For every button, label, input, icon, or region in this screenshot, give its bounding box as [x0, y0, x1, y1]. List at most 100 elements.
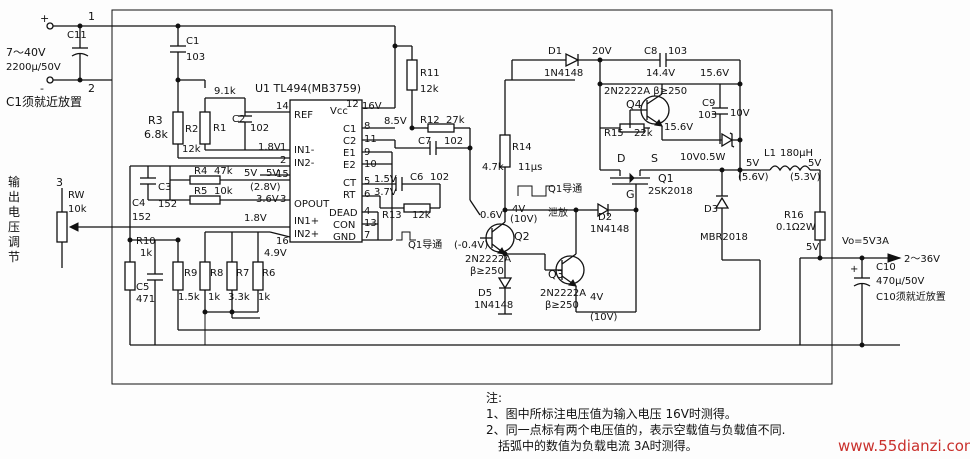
notes-title: 注:	[486, 390, 502, 405]
ic-ref: REF	[294, 110, 313, 121]
output-sense-v: 5V	[806, 242, 819, 253]
notes-line3: 括弧中的数值为负载电流 3A时测得。	[498, 438, 698, 453]
v-in1m: 1.8V	[258, 142, 281, 153]
ic-in2m: IN2-	[294, 158, 315, 169]
r11-value: 12k	[420, 84, 439, 95]
adj-char-3: 电	[8, 205, 20, 219]
d3-diode: D3 MBR2018	[700, 170, 760, 261]
r10-label: R10	[136, 236, 156, 247]
c10-label: C10	[876, 262, 896, 273]
ic-title: U1 TL494(MB3759)	[255, 82, 361, 95]
v-ct: 1.5V	[374, 174, 397, 185]
adj-char-2: 出	[8, 190, 20, 204]
board-outline	[111, 9, 833, 385]
c9-value2: 10V	[730, 108, 750, 119]
r9-label: R9	[184, 268, 197, 279]
r10-value: 1k	[140, 248, 152, 259]
adj-char-1: 输	[8, 174, 20, 189]
q2-beta: β≥250	[470, 266, 504, 277]
v-in1p: 1.8V	[244, 213, 267, 224]
q1-conduct-label: Q1导通	[548, 183, 582, 195]
r2-label: R2	[185, 124, 198, 135]
l1-vl2: (5.6V)	[738, 172, 769, 183]
pin-16: 16	[276, 236, 289, 247]
q1-label: Q1	[658, 172, 674, 185]
r4-label: R4	[194, 166, 207, 177]
r2-resistor: R3 6.8k R2 12k	[144, 80, 201, 158]
input-minus-sign: -	[40, 82, 44, 95]
input-term1: 1	[88, 10, 95, 23]
d3-part: MBR2018	[700, 232, 748, 243]
rw-value: 10k	[68, 204, 87, 215]
c8-vl: 14.4V	[646, 68, 675, 79]
c1-capacitor: C1 103	[170, 26, 205, 80]
c7-label: C7	[418, 136, 431, 147]
r15-value: 22k	[634, 128, 653, 139]
l1-value: 180μH	[780, 148, 813, 159]
r5-resistor: R5 10k 152	[147, 186, 290, 210]
c6-label: C6	[410, 172, 423, 183]
c5-capacitor: C5 471	[136, 240, 163, 310]
ic-in1p: IN1+	[294, 216, 319, 227]
q1-s: S	[651, 152, 658, 165]
ic-opout: OPOUT	[294, 199, 330, 210]
l1-vl: 5V	[746, 158, 759, 169]
r13-label: R13	[382, 210, 402, 221]
c3-label: C3	[158, 182, 171, 193]
ic-body[interactable]	[289, 99, 363, 243]
r15-resistor: R15 22k	[604, 123, 653, 139]
input-minus-terminal[interactable]	[46, 76, 54, 84]
r12-label: R12	[420, 115, 440, 126]
c9-capacitor: C9 103 10V	[698, 84, 750, 144]
r5-label: R5	[194, 186, 207, 197]
notes-block: 注: 1、图中所标注电压值为输入电压 16V时测得。 2、同一点标有两个电压值的…	[486, 390, 785, 453]
r4-value: 47k	[214, 166, 233, 177]
adj-char-6: 节	[8, 250, 20, 264]
c11-value: 2200μ/50V	[6, 62, 61, 73]
q4-v: 15.6V	[664, 122, 693, 133]
r10-resistor: R10 1k	[124, 236, 156, 345]
rw-label: RW	[68, 190, 85, 201]
r1-value: 9.1k	[214, 86, 236, 97]
c6-value: 102	[430, 172, 449, 183]
v-ref: 5V	[266, 168, 279, 179]
q4-transistor: Q4 2N2222A β≥250 15.6V	[604, 84, 693, 140]
r11-label: R11	[420, 68, 440, 79]
r7-value: 3.3k	[228, 292, 250, 303]
v-vcc: 16V	[362, 101, 382, 112]
v-c1: 8.5V	[384, 116, 407, 127]
r3-label: R3	[148, 114, 163, 127]
c9-value: 103	[698, 110, 717, 121]
c1-placement-note: C1须就近放置	[6, 94, 82, 109]
r2-value: 12k	[182, 144, 201, 155]
pin-6: 6	[364, 189, 370, 200]
output-section: Vo=5V3A 2～36V + C10 470μ/50V C10须就近放置	[832, 236, 946, 346]
adj-char-4: 压	[8, 220, 20, 234]
rw-potentiometer[interactable]	[56, 211, 68, 243]
d5-part: 1N4148	[474, 300, 513, 311]
r1-resistor: R1 9.1k	[199, 86, 245, 150]
q2-transistor: Q2 2N2222A β≥250 0.6V (-0.4V) 4V (10V)	[454, 204, 537, 278]
ic-dead: DEAD	[329, 208, 358, 219]
r7-label: R7	[236, 268, 249, 279]
adj-char-5: 调	[8, 235, 20, 249]
c11-label: C11	[67, 30, 87, 41]
r9-value: 1.5k	[178, 292, 200, 303]
c2-label: C2	[232, 114, 245, 125]
c9-label: C9	[702, 98, 715, 109]
q3-v2: (10V)	[590, 312, 617, 323]
c1-value: 103	[186, 52, 205, 63]
ic-ct: CT	[343, 178, 357, 189]
l1-label: L1	[764, 148, 776, 159]
ic-c1: C1	[343, 124, 356, 135]
c7-value: 102	[444, 136, 463, 147]
c2-value: 102	[250, 123, 269, 134]
r14-label: R14	[512, 142, 532, 153]
ic-con: CON	[333, 220, 355, 231]
input-section: + - 1 2 C11 7～40V 2200μ/50V C1须就近放置	[6, 10, 112, 109]
c4-value-inline: 152	[158, 199, 177, 210]
r16-label: R16	[784, 210, 804, 221]
input-plus-terminal[interactable]	[46, 22, 54, 30]
q3-v: 4V	[590, 292, 603, 303]
